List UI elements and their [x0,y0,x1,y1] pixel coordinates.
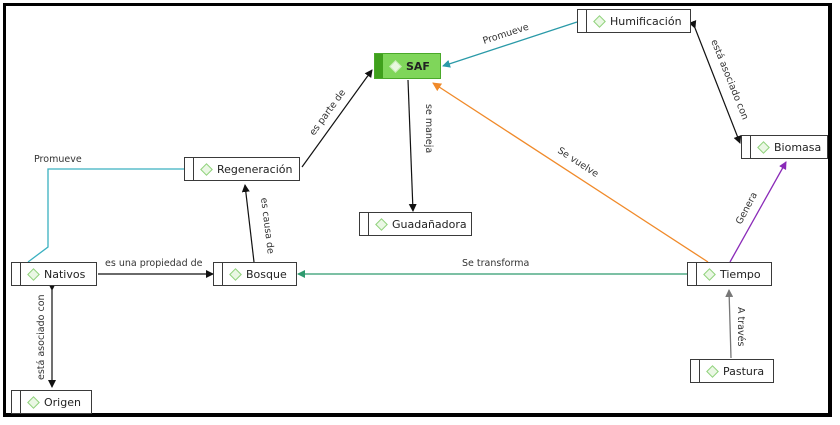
diamond-icon [706,364,719,378]
diamond-icon [593,14,606,28]
edge-humificacion-biomasa[interactable] [688,20,742,144]
node-nativos[interactable]: Nativos [11,262,97,286]
node-stub [742,136,751,158]
edge-label-nativos-regeneracion: Promueve [34,154,82,165]
edge-humificacion-saf[interactable] [442,21,578,68]
edge-label-tiempo-bosque: Se transforma [462,258,529,269]
node-regeneracion[interactable]: Regeneración [184,157,300,181]
edge-bosque-regeneracion[interactable] [241,184,255,263]
edge-tiempo-biomasa[interactable] [729,161,787,263]
edge-label-nativos-bosque: es una propiedad de [105,258,203,269]
node-tiempo[interactable]: Tiempo [687,262,772,286]
node-stub [688,263,697,285]
node-stub [578,10,587,32]
node-label: Bosque [246,267,287,281]
edge-nativos-regeneracion[interactable] [27,168,184,263]
node-stub [360,213,369,235]
node-stub [375,54,383,78]
edge-label-saf-guadanadora: se maneja [423,104,434,153]
node-label: Tiempo [720,267,761,281]
node-label: Origen [44,395,81,409]
node-stub [691,360,700,382]
edge-label-bosque-regeneracion: es causa de [258,197,276,255]
edge-pastura-tiempo[interactable] [725,289,734,359]
node-bosque[interactable]: Bosque [213,262,297,286]
node-stub [214,263,223,285]
edge-label-tiempo-saf: Se vuelve [555,145,600,180]
edge-label-pastura-tiempo: A través [735,307,746,346]
node-label: Biomasa [774,140,822,154]
edge-regeneracion-saf[interactable] [301,69,373,168]
node-label: Humificación [610,14,682,28]
node-label: Nativos [44,267,86,281]
node-humificacion[interactable]: Humificación [577,9,691,33]
diamond-icon [703,267,716,281]
node-biomasa[interactable]: Biomasa [741,135,828,159]
edge-tiempo-saf[interactable] [432,82,709,263]
diamond-icon [27,395,40,409]
node-saf[interactable]: SAF [374,53,441,79]
diamond-icon [375,217,388,231]
edge-label-tiempo-biomasa: Genera [734,191,760,227]
node-label: Pastura [723,364,765,378]
node-label: Regeneración [217,162,293,176]
edge-label-humificacion-biomasa: está asociado con [708,38,750,121]
node-origen[interactable]: Origen [11,390,92,414]
node-stub [185,158,194,180]
node-guadanadora[interactable]: Guadañadora [359,212,472,236]
node-stub [12,263,21,285]
edge-label-nativos-origen: está asociado con [36,294,47,380]
node-stub [12,391,21,413]
node-label: Guadañadora [392,217,467,231]
diamond-icon [757,140,770,154]
diamond-icon [229,267,242,281]
diamond-icon [200,162,213,176]
node-label: SAF [406,59,430,73]
edge-label-humificacion-saf: Promueve [482,22,531,47]
diamond-icon [389,59,402,73]
node-pastura[interactable]: Pastura [690,359,774,383]
diamond-icon [27,267,40,281]
edge-saf-guadanadora[interactable] [407,79,417,212]
